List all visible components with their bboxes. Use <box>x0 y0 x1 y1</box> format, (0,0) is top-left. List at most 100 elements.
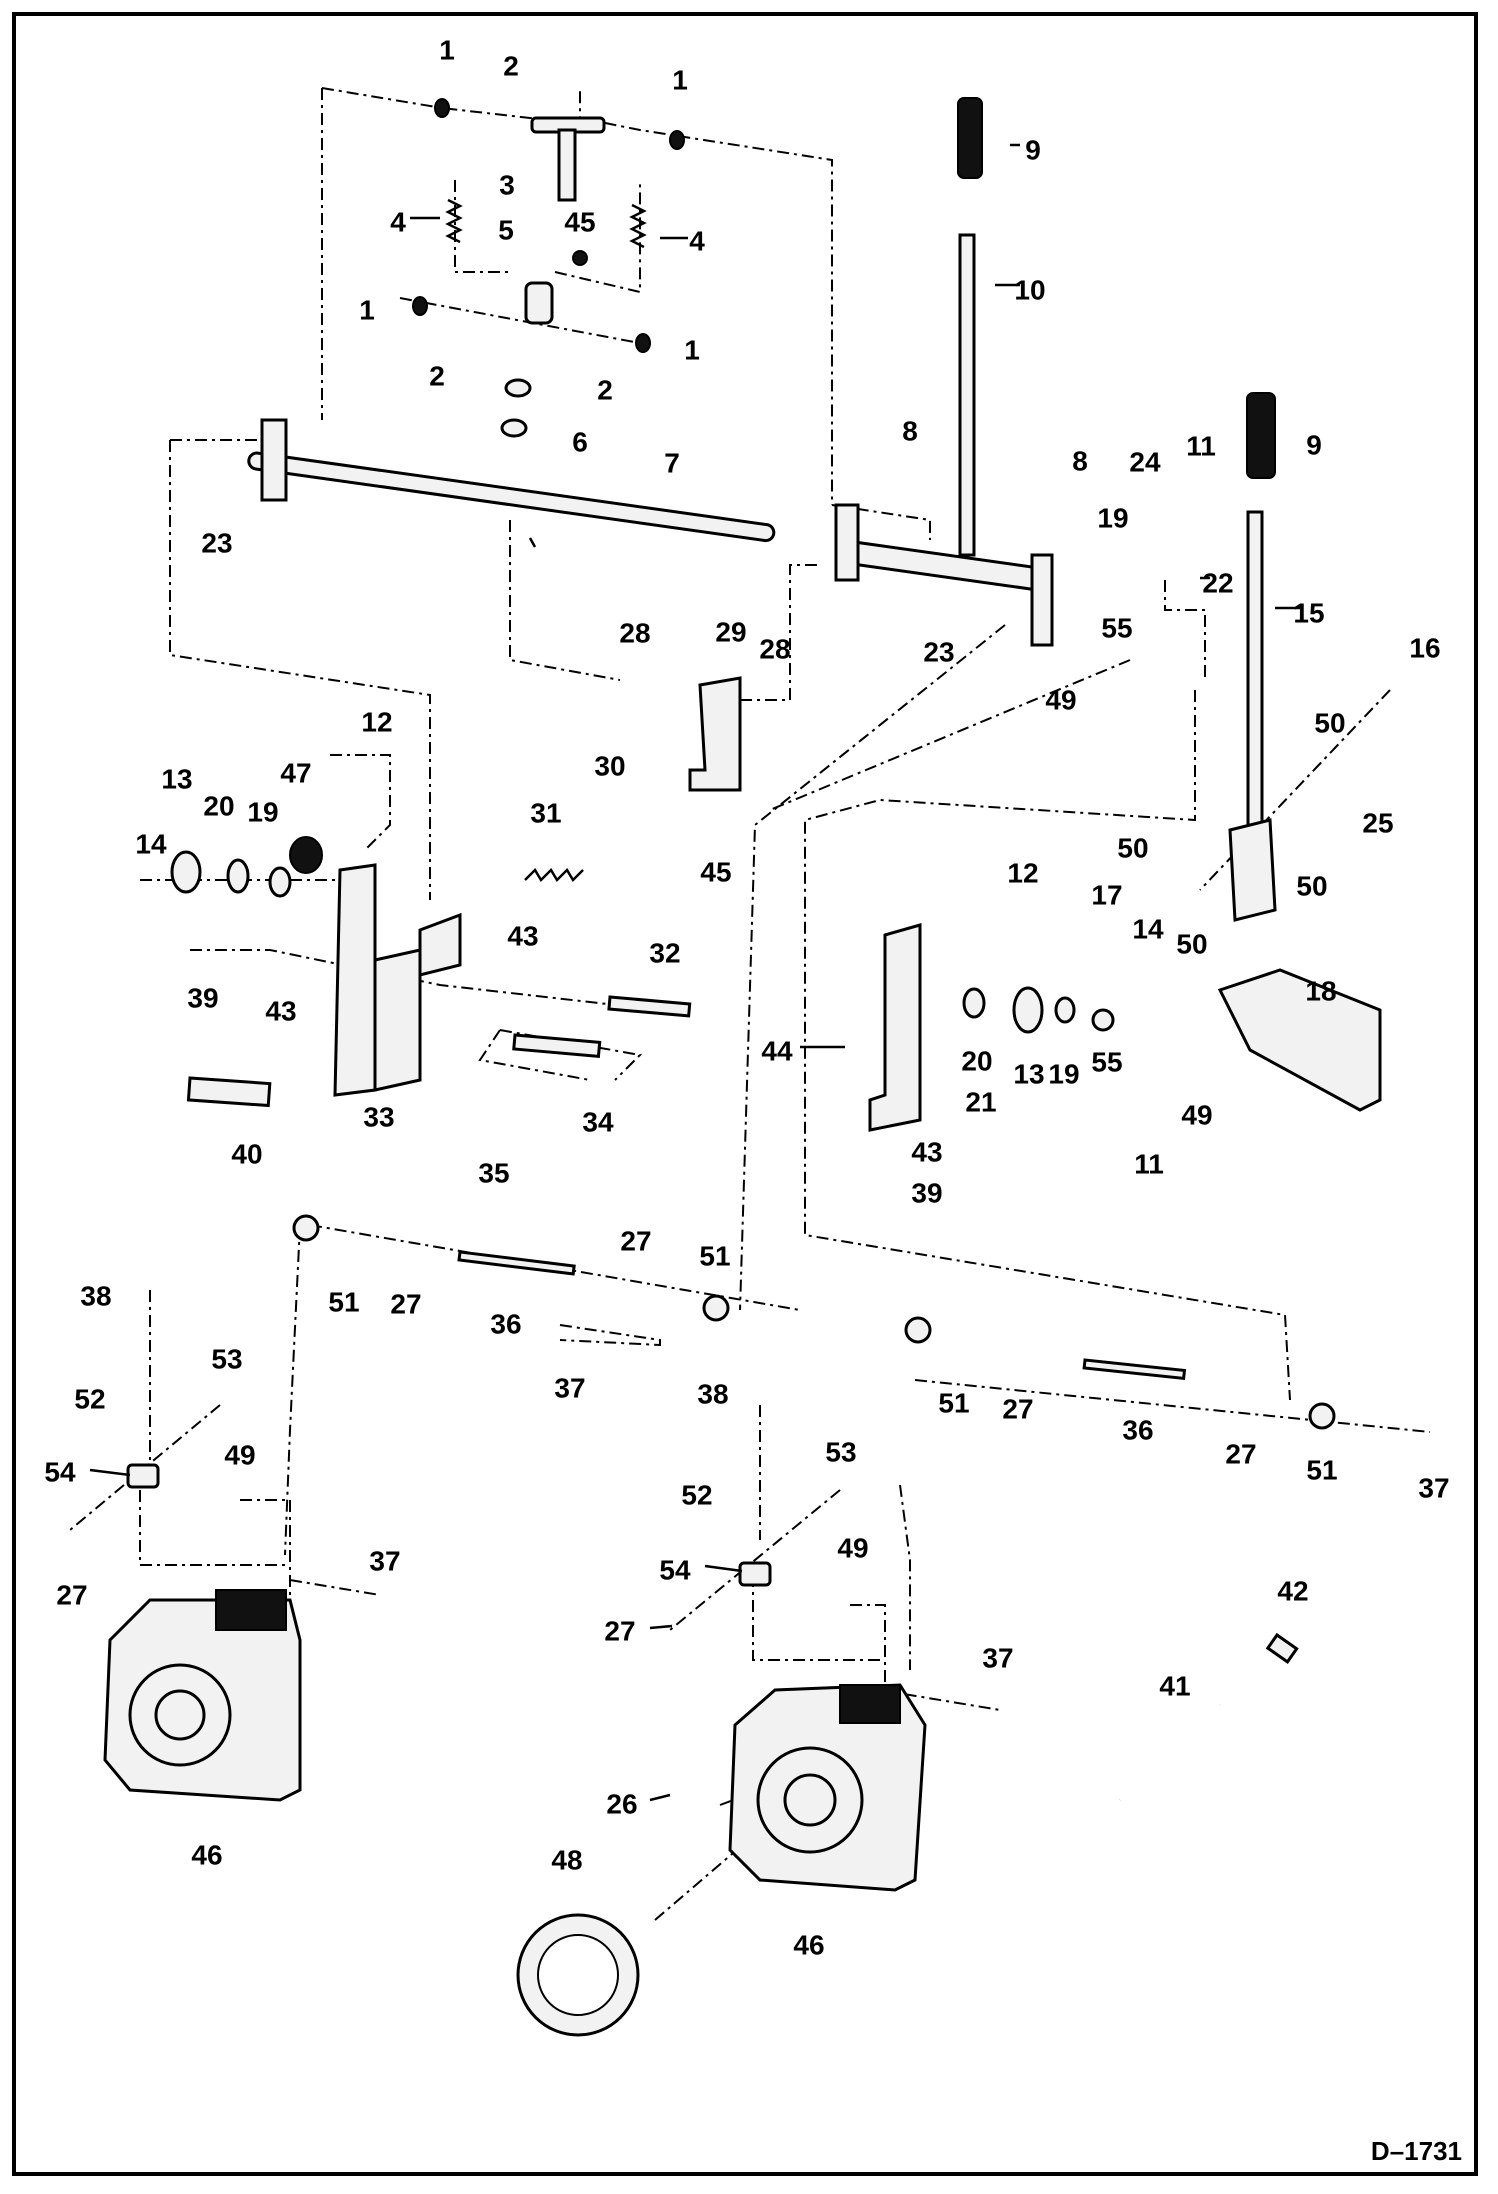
callout-c1a: 1 <box>439 34 455 65</box>
callout-c51a: 51 <box>699 1240 730 1271</box>
callout-c27c: 27 <box>1002 1393 1033 1424</box>
callout-c1b: 1 <box>672 64 688 95</box>
callout-c4a: 4 <box>390 206 406 237</box>
callout-c49d: 49 <box>837 1532 868 1563</box>
part-rod-40 <box>186 1076 272 1108</box>
callout-c31: 31 <box>530 797 561 828</box>
callout-c46b: 46 <box>793 1929 824 1960</box>
part-bracket-29 <box>688 676 742 792</box>
callout-c10: 10 <box>1014 274 1045 305</box>
callout-c37a: 37 <box>554 1372 585 1403</box>
callout-c48: 48 <box>551 1844 582 1875</box>
callout-c38a: 38 <box>80 1280 111 1311</box>
part-rod-36-right <box>1082 1358 1187 1381</box>
part-pivot-block <box>524 281 554 325</box>
callout-c11a: 11 <box>1186 430 1216 461</box>
diagram-frame <box>12 12 1478 2176</box>
part-control-lever-right <box>1246 392 1276 844</box>
callout-c9a: 9 <box>1025 134 1041 165</box>
callout-c14a: 14 <box>135 828 167 859</box>
part-grease-fitting-top <box>572 250 588 266</box>
callout-c28a: 28 <box>619 617 650 648</box>
callout-c49b: 49 <box>1181 1099 1212 1130</box>
callout-c39b: 39 <box>911 1177 942 1208</box>
callout-c28b: 28 <box>759 633 790 664</box>
part-hose <box>1090 1703 1221 1807</box>
callout-c23a: 23 <box>201 527 232 558</box>
callout-c50a: 50 <box>1314 707 1345 738</box>
callout-c8b: 8 <box>1072 445 1088 476</box>
callout-c50d: 50 <box>1176 928 1207 959</box>
part-rod-34 <box>512 1033 602 1058</box>
part-rod-36-left <box>457 1250 576 1276</box>
callout-c35: 35 <box>478 1157 509 1188</box>
callout-c36b: 36 <box>1122 1414 1153 1445</box>
callout-c49c: 49 <box>224 1439 255 1470</box>
callout-c2a: 2 <box>503 50 519 81</box>
part-spring-left <box>445 198 463 244</box>
callout-c13b: 13 <box>1013 1058 1044 1089</box>
callout-c20a: 20 <box>203 790 234 821</box>
callout-c18: 18 <box>1305 975 1336 1006</box>
callout-c14b: 14 <box>1132 913 1164 944</box>
callout-c29: 29 <box>715 616 746 647</box>
callout-c36a: 36 <box>490 1308 521 1339</box>
callout-c8a: 8 <box>902 415 918 446</box>
callout-c27e: 27 <box>56 1579 87 1610</box>
part-lever-crossbar <box>834 503 1054 647</box>
callout-c2c: 2 <box>597 374 613 405</box>
callout-c44: 44 <box>761 1035 793 1066</box>
callout-c37d: 37 <box>982 1642 1013 1673</box>
callout-c51c: 51 <box>938 1387 969 1418</box>
callout-c9b: 9 <box>1306 429 1322 460</box>
callout-c45a: 45 <box>564 206 595 237</box>
callout-c45b: 45 <box>700 856 731 887</box>
part-t-handle <box>530 116 606 202</box>
callout-c43a: 43 <box>507 920 538 951</box>
callout-c39a: 39 <box>187 982 218 1013</box>
callout-c34: 34 <box>582 1106 614 1137</box>
callout-c4b: 4 <box>689 225 705 256</box>
callout-c15: 15 <box>1293 597 1324 628</box>
callout-c19c: 19 <box>1048 1058 1079 1089</box>
part-control-lever-left <box>957 97 983 557</box>
drawing-code: D–1731 <box>1371 2136 1462 2166</box>
callout-c51b: 51 <box>328 1286 359 1317</box>
callout-c19a: 19 <box>1097 502 1128 533</box>
callout-c1c: 1 <box>359 294 375 325</box>
callout-c12a: 12 <box>361 706 392 737</box>
callout-c1d: 1 <box>684 334 700 365</box>
part-bracket-18 <box>1217 968 1382 1112</box>
callout-c24: 24 <box>1129 446 1161 477</box>
callout-leader-lines <box>89 143 1300 1802</box>
callout-c11b: 11 <box>1134 1148 1164 1179</box>
callout-c38b: 38 <box>697 1378 728 1409</box>
callout-c52b: 52 <box>681 1479 712 1510</box>
callout-c41: 41 <box>1159 1670 1190 1701</box>
callout-c27d: 27 <box>1225 1438 1256 1469</box>
callout-c43c: 43 <box>911 1136 942 1167</box>
callout-c51d: 51 <box>1306 1454 1337 1485</box>
part-hydrostatic-pump-right <box>728 1683 927 1892</box>
part-main-shaft <box>247 418 776 543</box>
callout-c50c: 50 <box>1296 870 1327 901</box>
callout-c42: 42 <box>1277 1575 1308 1606</box>
callout-c27f: 27 <box>604 1615 635 1646</box>
callout-c50b: 50 <box>1117 832 1148 863</box>
part-bracket-21 <box>868 923 922 1132</box>
callout-c40: 40 <box>231 1138 262 1169</box>
part-spring-right <box>629 203 647 249</box>
callout-c26: 26 <box>606 1788 637 1819</box>
callout-c47: 47 <box>280 757 311 788</box>
callout-c49a: 49 <box>1045 684 1076 715</box>
callout-c21: 21 <box>965 1086 996 1117</box>
callout-c37b: 37 <box>1418 1472 1449 1503</box>
part-hydrostatic-pump-left <box>103 1589 302 1802</box>
callout-c19b: 19 <box>247 796 278 827</box>
callout-c17: 17 <box>1091 879 1122 910</box>
callout-c6: 6 <box>572 426 588 457</box>
callout-c33: 33 <box>363 1101 394 1132</box>
callout-c52a: 52 <box>74 1383 105 1414</box>
